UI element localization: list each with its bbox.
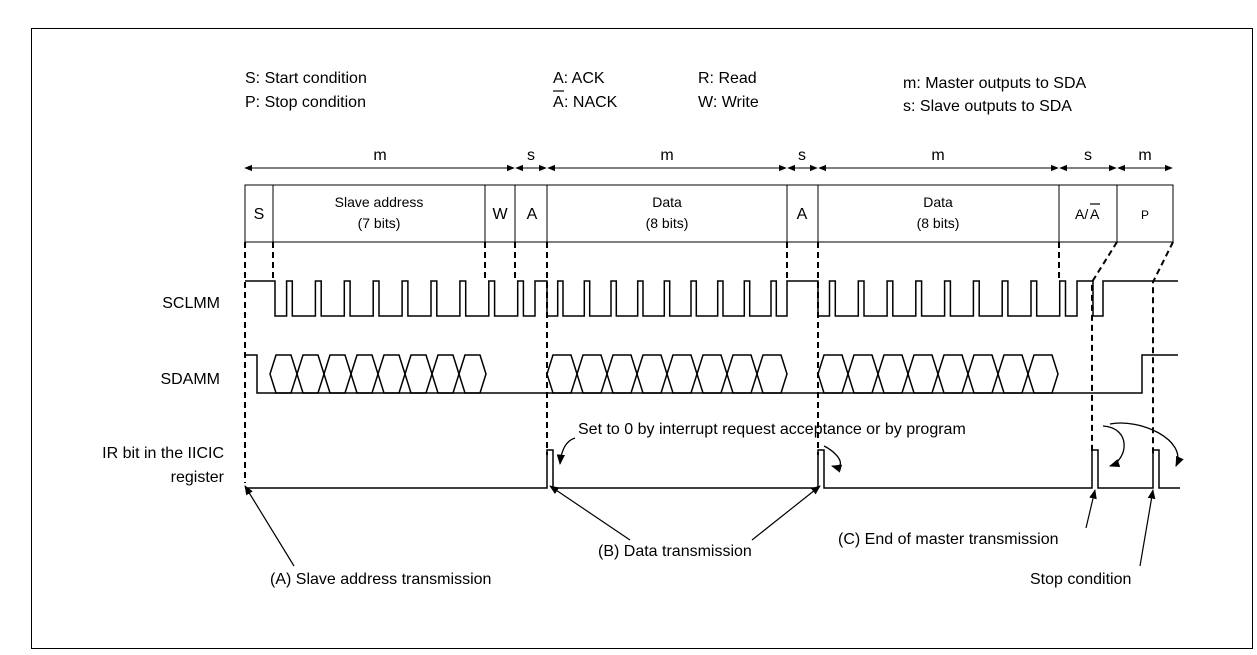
sda-data-bit	[817, 354, 849, 394]
ownership-labels: m s m s m s m	[373, 147, 1151, 164]
annotation-c: (C) End of master transmission	[838, 531, 1059, 548]
frame-box-stop	[1116, 184, 1174, 243]
owner-label: m	[931, 147, 944, 164]
frame-a: A	[797, 206, 808, 223]
sda-data-bit	[1027, 354, 1059, 394]
owner-label: m	[1138, 147, 1151, 164]
legend-start: S: Start condition	[245, 70, 367, 87]
sda-data-bit	[907, 354, 939, 394]
ir-trace	[245, 449, 1180, 489]
frame-w: W	[492, 206, 508, 223]
legend-nack: : NACK	[564, 94, 618, 111]
sda-data-bit	[636, 354, 668, 394]
annotation-a: (A) Slave address transmission	[270, 571, 491, 588]
frame-s: S	[254, 206, 265, 223]
guide-line	[1091, 241, 1118, 455]
sda-data-bit	[967, 354, 999, 394]
sda-data-bit	[726, 354, 758, 394]
sda-trace	[245, 354, 547, 394]
sda-data-bit	[269, 354, 298, 394]
outer-border	[31, 28, 1253, 649]
owner-label: s	[798, 147, 806, 164]
annotation-arrow	[751, 485, 821, 541]
owner-label: m	[373, 147, 386, 164]
owner-label: m	[660, 147, 673, 164]
annotation-arrow	[244, 485, 295, 567]
frame-labels: S Slave address (7 bits) W A Data (8 bit…	[254, 194, 1149, 231]
ir-waveform	[245, 449, 1180, 489]
sda-data-bit	[377, 354, 406, 394]
legend-master: m: Master outputs to SDA	[903, 75, 1087, 92]
legend-stop: P: Stop condition	[245, 94, 366, 111]
scl-label: SCLMM	[162, 295, 220, 312]
sda-label: SDAMM	[160, 371, 220, 388]
sda-data-bit	[458, 354, 487, 394]
legend: S: Start condition P: Stop condition A: …	[245, 70, 1087, 115]
frame-a: A	[527, 206, 538, 223]
sda-data-bit	[847, 354, 879, 394]
legend-ack: A: ACK	[553, 70, 605, 87]
legend-nack-letter: A	[553, 94, 564, 111]
sda-data-bit	[296, 354, 325, 394]
frame-nack-letter: A	[1090, 206, 1100, 222]
sda-data-bit	[546, 354, 578, 394]
sda-data-bit	[606, 354, 638, 394]
frame-data1-line2: (8 bits)	[646, 215, 689, 231]
sda-data-bit	[666, 354, 698, 394]
signal-labels: SCLMM SDAMM IR bit in the IICIC register	[102, 295, 224, 486]
clear-note: Set to 0 by interrupt request acceptance…	[578, 421, 966, 438]
legend-read: R: Read	[698, 70, 757, 87]
clear-curve	[823, 445, 843, 473]
clear-curves	[556, 422, 1184, 473]
sda-data-bit	[937, 354, 969, 394]
owner-label: s	[527, 147, 535, 164]
sda-data-bit	[756, 354, 788, 394]
sda-data-bit	[576, 354, 608, 394]
frame-data1-line1: Data	[652, 194, 682, 210]
annotation-arrow	[1085, 489, 1097, 529]
sda-data-bit	[431, 354, 460, 394]
sda-waveform	[245, 354, 1178, 394]
annotation-stop: Stop condition	[1030, 571, 1131, 588]
frame-row	[244, 184, 1174, 243]
sda-data-bit	[323, 354, 352, 394]
clear-curve	[556, 437, 576, 466]
legend-write: W: Write	[698, 94, 759, 111]
sda-data-bit	[696, 354, 728, 394]
annotations: (A) Slave address transmission (B) Data …	[244, 485, 1156, 588]
frame-data2-line2: (8 bits)	[917, 215, 960, 231]
ir-label-line2: register	[171, 469, 225, 486]
frame-data2-line1: Data	[923, 194, 953, 210]
sda-data-bit	[350, 354, 379, 394]
sda-trace	[818, 354, 1178, 394]
clear-curve	[1109, 422, 1184, 467]
frame-address-line1: Slave address	[335, 194, 424, 210]
guide-lines	[244, 241, 1174, 483]
legend-slave: s: Slave outputs to SDA	[903, 98, 1072, 115]
sda-data-bit	[997, 354, 1029, 394]
scl-waveform	[245, 280, 1178, 317]
guide-line	[1152, 241, 1174, 455]
frame-ack-nack: A/	[1075, 206, 1088, 222]
frame-address-line2: (7 bits)	[358, 215, 401, 231]
annotation-b: (B) Data transmission	[598, 543, 752, 560]
owner-label: s	[1084, 147, 1092, 164]
frame-p: P	[1141, 208, 1149, 222]
scl-trace	[245, 280, 1178, 317]
ir-label-line1: IR bit in the IICIC	[102, 445, 224, 462]
annotation-arrow	[549, 485, 631, 541]
annotation-arrow	[1139, 489, 1156, 567]
sda-data-bit	[404, 354, 433, 394]
clear-curve	[1102, 425, 1125, 467]
sda-data-bit	[877, 354, 909, 394]
